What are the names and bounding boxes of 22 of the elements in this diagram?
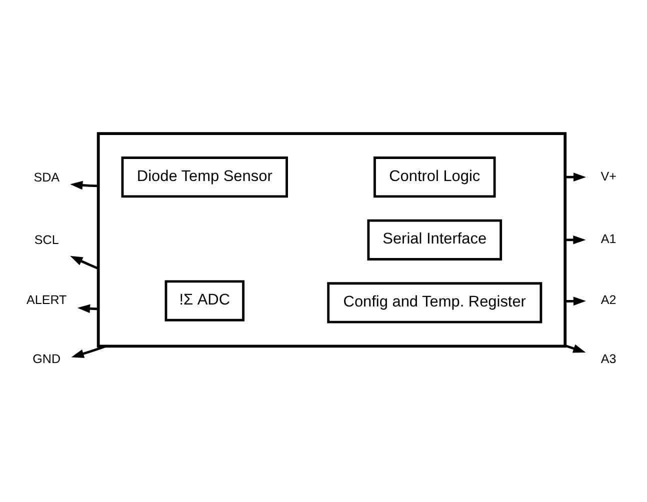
cluster (96, 132, 567, 348)
arrow (565, 235, 586, 244)
arrow (77, 304, 98, 313)
node-text: A2 (600, 292, 616, 307)
node-box: Diode Temp Sensor (121, 156, 288, 198)
node-text: ALERT (26, 292, 67, 307)
node-text: A3 (600, 352, 616, 366)
node-text: V+ (600, 168, 616, 183)
node-box: Config and Temp. Register (327, 282, 542, 323)
node-box: !Σ ADC (164, 280, 244, 321)
arrow (565, 172, 586, 181)
node-text: SCL (34, 232, 59, 247)
node-text: SDA (34, 170, 60, 184)
arrow (70, 180, 98, 190)
arrow (564, 344, 586, 352)
node-text: GND (32, 352, 61, 366)
arrow (565, 296, 586, 306)
arrow (70, 255, 99, 270)
node-text: A1 (600, 232, 616, 246)
arrow (71, 344, 106, 358)
node-box: Serial Interface (367, 218, 502, 260)
node-box: Control Logic (374, 156, 496, 198)
